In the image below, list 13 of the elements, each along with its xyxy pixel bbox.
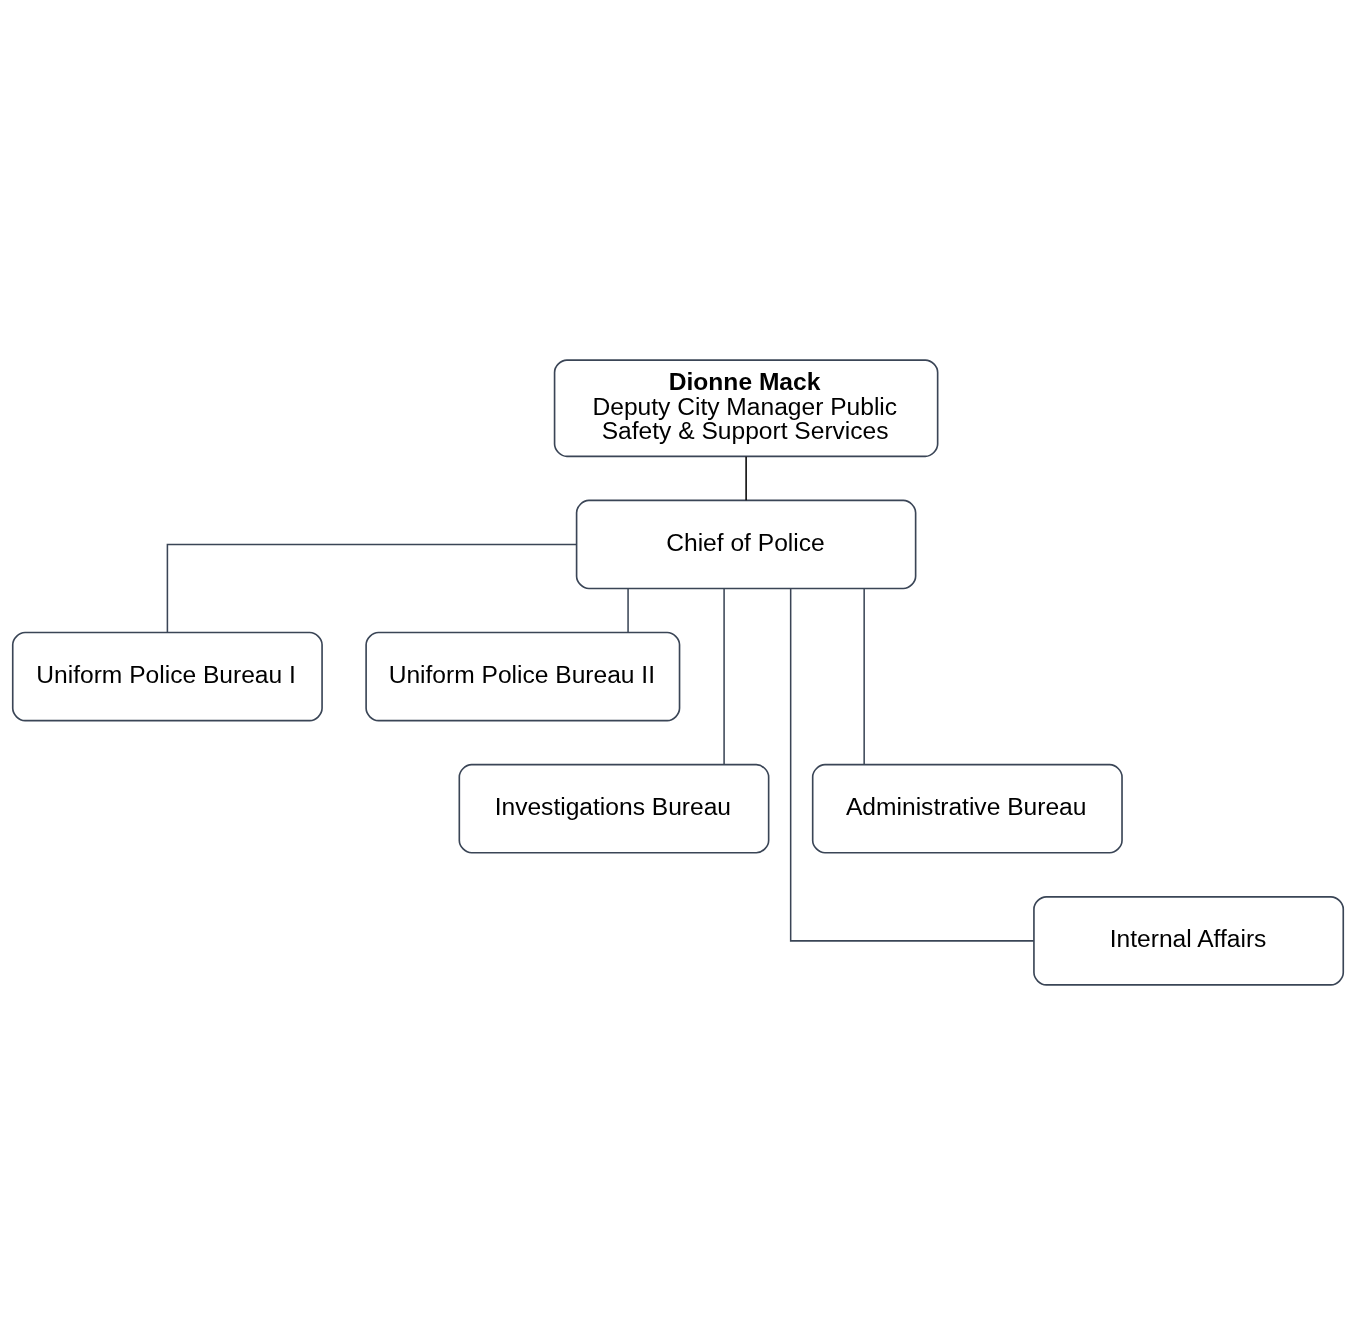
node-box: Uniform Police Bureau II: [365, 631, 681, 721]
connector: [789, 587, 1035, 942]
connector: [863, 587, 865, 765]
connector: [166, 543, 578, 633]
node-box: Investigations Bureau: [458, 763, 770, 854]
connector: [627, 587, 629, 633]
node-box: Internal Affairs: [1033, 895, 1345, 986]
connector: [745, 455, 747, 501]
connector: [723, 587, 725, 765]
node-box: Uniform Police Bureau I: [11, 631, 323, 721]
node-box: Chief of Police: [575, 499, 917, 589]
node-box: Dionne Mack Deputy City Manager Public Safety & Support Services: [553, 358, 939, 457]
node-box: Administrative Bureau: [811, 763, 1123, 854]
